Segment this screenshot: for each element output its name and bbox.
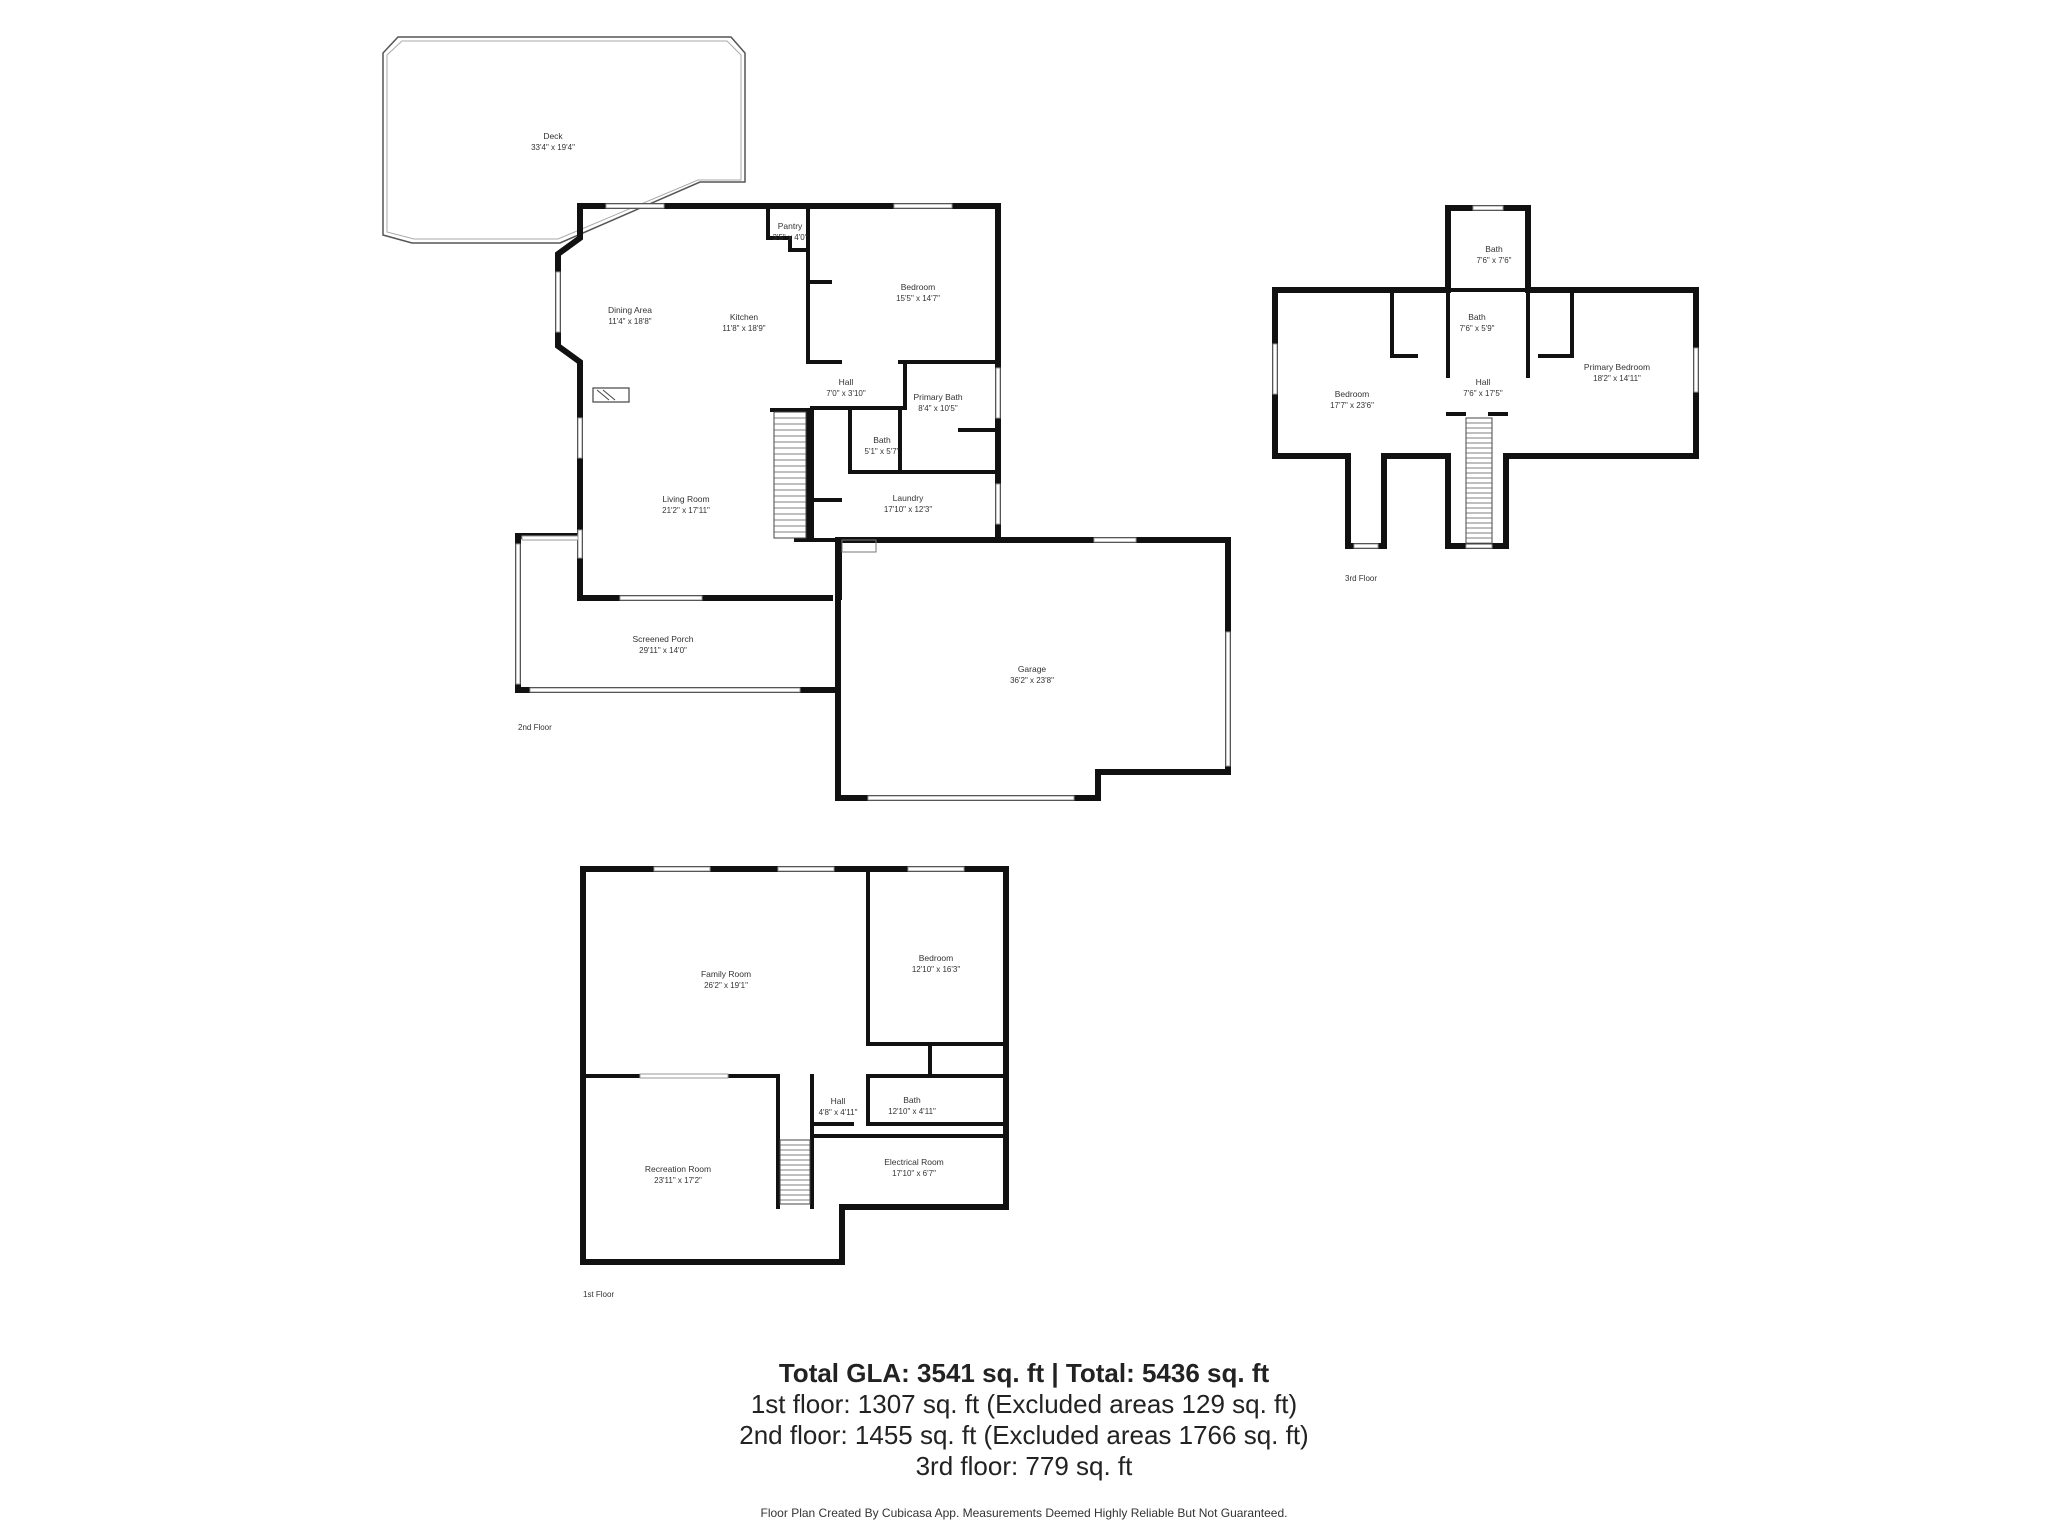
room-label-deck: Deck 33'4" x 19'4" [531,131,575,152]
room-label-bath-3f-top: Bath 7'6" x 7'6" [1477,244,1512,265]
svg-text:Bath: Bath [873,435,891,445]
room-label-primary-bath: Primary Bath 8'4" x 10'5" [913,392,962,413]
svg-text:Bedroom: Bedroom [1335,389,1370,399]
svg-text:11'4" x 18'8": 11'4" x 18'8" [608,317,651,326]
room-label-screened-porch: Screened Porch 29'11" x 14'0" [633,634,694,655]
svg-text:12'10" x 4'11": 12'10" x 4'11" [888,1107,936,1116]
svg-text:26'2" x 19'1": 26'2" x 19'1" [704,981,748,990]
svg-text:7'6" x 17'5": 7'6" x 17'5" [1463,389,1503,398]
svg-text:7'6" x 5'9": 7'6" x 5'9" [1460,324,1495,333]
svg-text:Primary Bath: Primary Bath [913,392,962,402]
svg-text:17'10" x 6'7": 17'10" x 6'7" [892,1169,936,1178]
first-floor-plan: Family Room 26'2" x 19'1" Bedroom 12'10"… [580,866,1009,1299]
svg-text:7'0" x 3'10": 7'0" x 3'10" [826,389,866,398]
svg-text:Recreation Room: Recreation Room [645,1164,711,1174]
room-label-bath-2f: Bath 5'1" x 5'7" [865,435,900,456]
deck-outline [382,36,746,244]
svg-text:Deck: Deck [543,131,563,141]
svg-text:Primary Bedroom: Primary Bedroom [1584,362,1650,372]
room-label-primary-bedroom: Primary Bedroom 18'2" x 14'11" [1584,362,1650,383]
fireplace-icon [592,387,630,403]
svg-text:17'10" x 12'3": 17'10" x 12'3" [884,505,932,514]
svg-text:23'11" x 17'2": 23'11" x 17'2" [654,1176,702,1185]
svg-text:5'1" x 5'7": 5'1" x 5'7" [865,447,900,456]
second-floor-plan: Deck 33'4" x 19'4" Pantry 3'5" x 4'0" Di… [382,36,1231,801]
third-floor-windows [1272,205,1699,549]
room-label-living-room: Living Room 21'2" x 17'11" [662,494,710,515]
svg-text:Hall: Hall [839,377,854,387]
disclaimer-text: Floor Plan Created By Cubicasa App. Meas… [760,1506,1288,1520]
room-label-bedroom-2f: Bedroom 15'5" x 14'7" [896,282,940,303]
svg-text:Hall: Hall [1476,377,1491,387]
svg-text:Garage: Garage [1018,664,1047,674]
room-label-recreation-room: Recreation Room 23'11" x 17'2" [645,1164,711,1185]
room-label-family-room: Family Room 26'2" x 19'1" [701,969,751,990]
room-label-dining-area: Dining Area 11'4" x 18'8" [608,305,652,326]
svg-text:7'6" x 7'6": 7'6" x 7'6" [1477,256,1512,265]
svg-text:Dining Area: Dining Area [608,305,652,315]
garage-walls [835,537,1231,801]
svg-text:29'11" x 14'0": 29'11" x 14'0" [639,646,687,655]
svg-text:Bath: Bath [1485,244,1503,254]
floor-label-3rd: 3rd Floor [1345,574,1377,583]
svg-text:Screened Porch: Screened Porch [633,634,694,644]
room-label-kitchen: Kitchen 11'8" x 18'9" [722,312,765,333]
total-area-line: Total GLA: 3541 sq. ft | Total: 5436 sq.… [778,1358,1270,1388]
room-label-bedroom-1f: Bedroom 12'10" x 16'3" [912,953,960,974]
svg-text:4'8" x 4'11": 4'8" x 4'11" [819,1108,858,1117]
svg-text:21'2" x 17'11": 21'2" x 17'11" [662,506,710,515]
room-label-hall-3f: Hall 7'6" x 17'5" [1463,377,1503,398]
svg-text:17'7" x 23'6": 17'7" x 23'6" [1330,401,1374,410]
room-label-bath-3f-mid: Bath 7'6" x 5'9" [1460,312,1495,333]
first-floor-area-line: 1st floor: 1307 sq. ft (Excluded areas 1… [750,1389,1298,1419]
second-floor-area-line: 2nd floor: 1455 sq. ft (Excluded areas 1… [739,1420,1309,1450]
second-floor-stairs [773,411,807,539]
room-label-garage: Garage 36'2" x 23'8" [1010,664,1054,685]
svg-text:15'5" x 14'7": 15'5" x 14'7" [896,294,940,303]
svg-text:Family Room: Family Room [701,969,751,979]
svg-text:Kitchen: Kitchen [730,312,759,322]
svg-text:8'4" x 10'5": 8'4" x 10'5" [918,404,958,413]
svg-text:Bedroom: Bedroom [919,953,954,963]
svg-text:Hall: Hall [831,1096,846,1106]
svg-text:11'8" x 18'9": 11'8" x 18'9" [722,324,765,333]
third-floor-walls [1272,205,1699,549]
first-floor-stairs [779,1139,811,1205]
room-label-bedroom-3f: Bedroom 17'7" x 23'6" [1330,389,1374,410]
svg-text:Bedroom: Bedroom [901,282,936,292]
svg-text:12'10" x 16'3": 12'10" x 16'3" [912,965,960,974]
third-floor-area-line: 3rd floor: 779 sq. ft [915,1451,1133,1481]
third-floor-stairs [1465,417,1493,545]
first-floor-walls [580,866,1009,1265]
area-summary: Total GLA: 3541 sq. ft | Total: 5436 sq.… [0,1358,2048,1482]
svg-text:36'2" x 23'8": 36'2" x 23'8" [1010,676,1054,685]
svg-text:Laundry: Laundry [893,493,924,503]
screened-porch-walls [515,533,839,693]
svg-text:33'4" x 19'4": 33'4" x 19'4" [531,143,575,152]
svg-text:3'5" x 4'0": 3'5" x 4'0" [773,233,808,242]
first-floor-windows [639,866,965,1079]
floor-label-1st: 1st Floor [583,1290,614,1299]
svg-text:Bath: Bath [1468,312,1486,322]
svg-text:Electrical Room: Electrical Room [884,1157,944,1167]
svg-text:Bath: Bath [903,1095,921,1105]
room-label-hall-2f: Hall 7'0" x 3'10" [826,377,866,398]
second-floor-windows [555,203,1001,601]
svg-text:Pantry: Pantry [778,221,803,231]
svg-text:18'2" x 14'11": 18'2" x 14'11" [1593,374,1641,383]
room-label-electrical-room: Electrical Room 17'10" x 6'7" [884,1157,944,1178]
room-label-bath-1f: Bath 12'10" x 4'11" [888,1095,936,1116]
room-label-laundry: Laundry 17'10" x 12'3" [884,493,932,514]
room-label-pantry: Pantry 3'5" x 4'0" [773,221,808,242]
room-label-hall-1f: Hall 4'8" x 4'11" [819,1096,858,1117]
floor-label-2nd: 2nd Floor [518,723,552,732]
third-floor-plan: Bath 7'6" x 7'6" Bath 7'6" x 5'9" Bedroo… [1272,205,1699,583]
svg-text:Living Room: Living Room [662,494,709,504]
